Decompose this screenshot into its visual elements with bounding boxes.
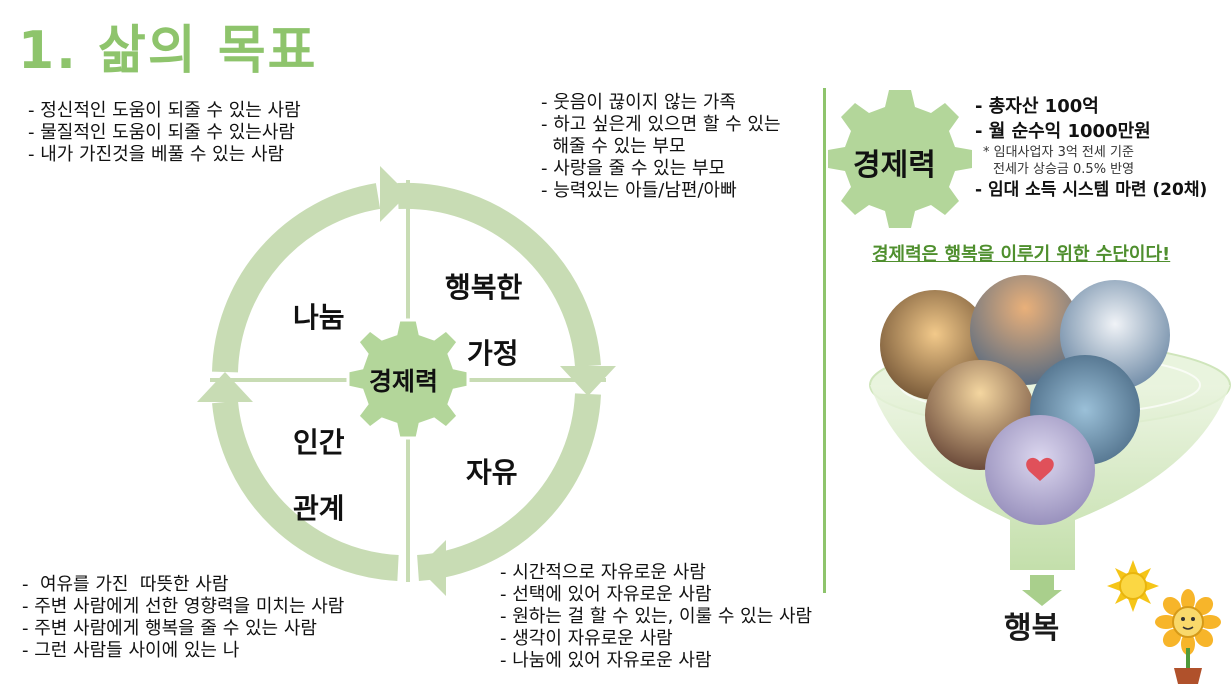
slogan-text: 경제력은 행복을 이루기 위한 수단이다! (872, 244, 1171, 265)
list-item: - 선택에 있어 자유로운 사람 (500, 584, 712, 605)
arc-top-right (397, 182, 601, 368)
arc-bottom-right (416, 393, 601, 581)
quadrant-relationship-label-2: 관계 (293, 492, 345, 525)
arrowhead-bottom-left (197, 372, 253, 402)
note-line: 전세가 상승금 0.5% 반영 (993, 162, 1135, 177)
list-item: - 총자산 100억 (975, 96, 1099, 117)
happiness-label: 행복 (1004, 611, 1060, 646)
cycle-ring (212, 182, 601, 581)
list-item: - 능력있는 아들/남편/아빠 (541, 180, 737, 201)
heart-icon (1026, 457, 1054, 481)
list-item: - 그런 사람들 사이에 있는 나 (22, 640, 240, 661)
quadrant-freedom-label: 자유 (466, 456, 518, 489)
arc-top-left (212, 183, 381, 373)
quadrant-sharing-label: 나눔 (293, 301, 345, 334)
list-item: - 내가 가진것을 베풀 수 있는 사람 (28, 144, 285, 165)
list-item: - 정신적인 도움이 되줄 수 있는 사람 (28, 100, 301, 121)
economic-goals-list: - 총자산 100억 - 월 순수익 1000만원 * 임대사업자 3억 전세 … (975, 94, 1207, 203)
list-item: - 여유를 가진 따뜻한 사람 (22, 574, 229, 595)
list-item: - 주변 사람에게 행복을 줄 수 있는 사람 (22, 618, 317, 639)
section-divider (823, 88, 826, 593)
group-photo (970, 275, 1080, 385)
down-arrow-icon (1022, 575, 1062, 606)
note-line: * 임대사업자 3억 전세 기준 (983, 145, 1134, 160)
list-item: 해줄 수 있는 부모 (541, 136, 686, 157)
quadrant-family-label-1: 행복한 (445, 271, 523, 304)
relationships-list: - 여유를 가진 따뜻한 사람 - 주변 사람에게 선한 영향력을 미치는 사람… (22, 574, 344, 662)
arc-bottom-left (212, 400, 399, 581)
freedom-list: - 시간적으로 자유로운 사람 - 선택에 있어 자유로운 사람 - 원하는 걸… (500, 562, 812, 672)
sun-icon (1107, 560, 1159, 612)
list-item: - 사랑을 줄 수 있는 부모 (541, 158, 726, 179)
sunflower-icon (1155, 589, 1221, 684)
list-item: - 원하는 걸 할 수 있는, 이룰 수 있는 사람 (500, 606, 813, 627)
economic-gear-icon (828, 90, 972, 228)
center-gear-icon (346, 318, 470, 440)
quadrant-family-label-2: 가정 (467, 337, 519, 370)
list-item: - 물질적인 도움이 되줄 수 있는사람 (28, 122, 295, 143)
list-item: - 하고 싶은게 있으면 할 수 있는 (541, 114, 781, 135)
list-item: - 주변 사람에게 선한 영향력을 미치는 사람 (22, 596, 345, 617)
list-item: - 생각이 자유로운 사람 (500, 628, 673, 649)
arrowhead-top-left (380, 166, 408, 222)
arrowhead-bottom-right (418, 540, 446, 596)
economic-gear-label: 경제력 (853, 148, 936, 183)
page-title: 1. 삶의 목표 (18, 21, 318, 81)
list-item: - 시간적으로 자유로운 사람 (500, 562, 706, 583)
list-item: - 월 순수익 1000만원 (975, 121, 1151, 142)
center-gear-label: 경제력 (369, 367, 439, 396)
sharing-list: - 정신적인 도움이 되줄 수 있는 사람 - 물질적인 도움이 되줄 수 있는… (28, 100, 301, 166)
list-item: - 웃음이 끊이지 않는 가족 (541, 92, 736, 113)
list-item: - 나눔에 있어 자유로운 사람 (500, 650, 712, 671)
family-list: - 웃음이 끊이지 않는 가족 - 하고 싶은게 있으면 할 수 있는 해줄 수… (541, 92, 781, 202)
quadrant-relationship-label-1: 인간 (293, 426, 345, 459)
list-item: - 임대 소득 시스템 마련 (20채) (975, 180, 1208, 200)
photo-collage (880, 275, 1170, 525)
